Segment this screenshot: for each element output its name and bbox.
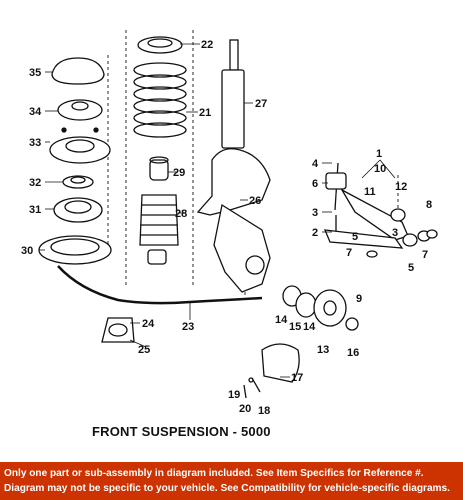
callout-7-left: 7 [346,247,352,259]
callout-18: 18 [258,405,270,417]
callout-35: 35 [29,67,41,79]
callout-14-left: 14 [275,314,288,326]
callout-31: 31 [29,204,41,216]
callout-27: 27 [255,98,267,110]
callout-17: 17 [291,372,303,384]
callout-12: 12 [395,181,407,193]
callout-34: 34 [29,106,42,118]
callout-14-right: 14 [303,321,316,333]
callout-10: 10 [374,163,386,175]
callout-1: 1 [376,148,382,160]
callout-19: 19 [228,389,240,401]
callout-15: 15 [289,321,301,333]
callout-9: 9 [356,293,362,305]
callout-2: 2 [312,227,318,239]
diagram-title: FRONT SUSPENSION - 5000 [92,424,271,439]
callout-30: 30 [21,245,33,257]
callout-22: 22 [201,39,213,51]
callout-33: 33 [29,137,41,149]
callout-32: 32 [29,177,41,189]
callout-23: 23 [182,321,194,333]
callout-26: 26 [249,195,261,207]
callout-25: 25 [138,344,150,356]
callout-5-right: 5 [408,262,414,274]
callout-4: 4 [312,158,319,170]
disclaimer-line-1: Only one part or sub-assembly in diagram… [4,468,424,479]
callout-13: 13 [317,344,329,356]
callout-24: 24 [142,318,155,330]
callout-3-lower: 3 [392,227,398,239]
callout-20: 20 [239,403,251,415]
callout-29: 29 [173,167,185,179]
disclaimer-line-2: Diagram may not be specific to your vehi… [4,483,450,494]
callout-7-right: 7 [422,249,428,261]
callout-8: 8 [426,199,432,211]
callout-11: 11 [364,186,376,198]
callout-6: 6 [312,178,318,190]
callout-16: 16 [347,347,359,359]
callout-28: 28 [175,208,187,220]
parts-diagram: 35 34 33 32 31 30 22 21 29 28 27 26 1 4 … [21,30,438,417]
disclaimer-banner: Only one part or sub-assembly in diagram… [0,462,463,500]
callout-3-upper: 3 [312,207,318,219]
callout-5-left: 5 [352,231,358,243]
callout-21: 21 [199,107,211,119]
